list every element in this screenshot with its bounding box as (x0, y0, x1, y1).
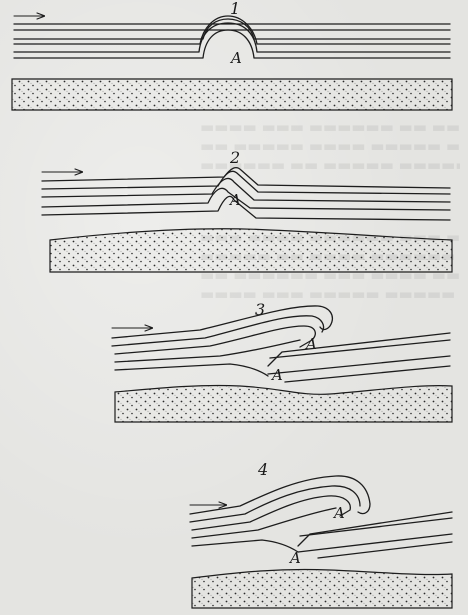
block-outline (42, 196, 450, 220)
sediment-layer (14, 19, 450, 39)
dotted-basement (12, 79, 452, 110)
block-label: A (270, 366, 283, 384)
dotted-basement (50, 229, 452, 272)
panel-number: 1 (230, 0, 240, 18)
block-label: A (332, 504, 345, 522)
panel-1: 1 A (12, 0, 452, 110)
panel-number: 4 (257, 460, 268, 479)
thrust-layer (298, 534, 452, 552)
sediment-layer (14, 23, 450, 52)
block-outline (192, 540, 298, 552)
panel-3: 3 A A (112, 300, 452, 422)
panel-2: 2 A (42, 148, 452, 272)
panel-number: 2 (229, 148, 240, 167)
block-outline (115, 364, 268, 376)
cover-layer (42, 168, 450, 188)
thrust-layer (318, 542, 452, 558)
thrust-layer (298, 512, 452, 546)
sediment-layer (42, 188, 450, 210)
block-label: A (288, 549, 301, 567)
dotted-basement (115, 385, 452, 422)
block-label: A (228, 191, 241, 209)
thrust-layer (300, 518, 452, 536)
block-label: A (229, 49, 242, 67)
thrust-layer (285, 366, 450, 382)
panel-4: 4 A A (190, 460, 452, 608)
overturned-layer (115, 326, 315, 354)
dotted-basement (192, 569, 452, 608)
block-label: A (304, 335, 317, 353)
thrust-layer (268, 356, 450, 374)
